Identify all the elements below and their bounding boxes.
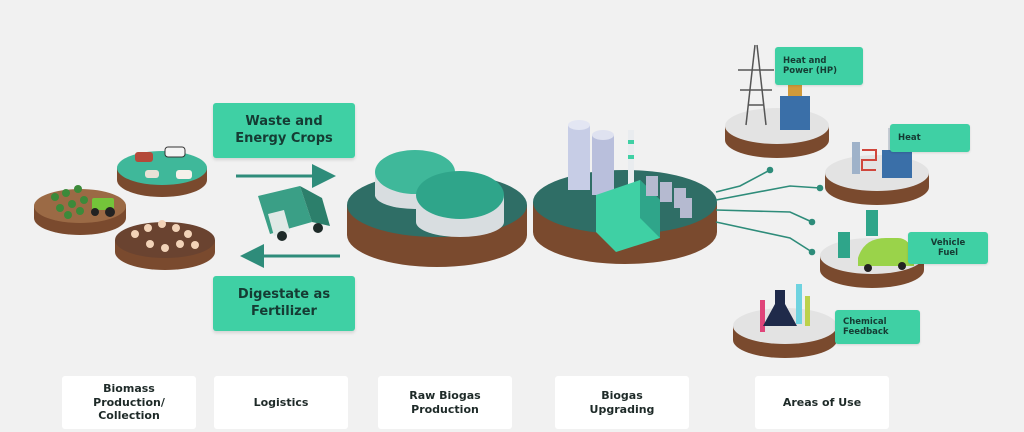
power-platform [725, 44, 829, 158]
sheep-icon [176, 170, 192, 179]
boiler-icon [882, 150, 912, 178]
waste-energy-crops-label: Waste and Energy Crops [213, 103, 355, 158]
use-label-chemical-feedback: Chemical Feedback [835, 310, 920, 344]
garbage-truck-icon [258, 186, 330, 241]
tractor-icon [92, 198, 114, 210]
cow-icon [164, 146, 186, 158]
power-tower-icon [738, 44, 774, 126]
use-label-heat: Heat [890, 124, 970, 152]
poultry-platform [115, 220, 215, 270]
stage-card-biogas-upgrading: Biogas Upgrading [555, 376, 689, 429]
use-label-vehicle-fuel: Vehicle Fuel [908, 232, 988, 264]
stage-card-logistics: Logistics [214, 376, 348, 429]
digester-platform [347, 150, 527, 267]
test-tube-icon [796, 284, 802, 324]
stage-card-areas-of-use: Areas of Use [755, 376, 889, 429]
crop-field-platform [34, 185, 126, 235]
fuel-pump-icon [866, 210, 878, 236]
transformer-icon [780, 96, 810, 130]
fuel-platform [820, 210, 924, 288]
digester-dome-icon [416, 171, 504, 219]
stage-card-raw-biogas: Raw Biogas Production [378, 376, 512, 429]
stage-card-biomass: Biomass Production/ Collection [62, 376, 196, 429]
livestock-platform [117, 146, 207, 197]
car-icon [858, 238, 914, 266]
flask-icon [763, 290, 797, 326]
digestate-fertilizer-label: Digestate as Fertilizer [213, 276, 355, 331]
chemical-platform [733, 284, 837, 358]
fuel-pump-icon [838, 232, 850, 258]
use-label-heat-power: Heat and Power (HP) [775, 47, 863, 85]
upgrading-platform [533, 120, 717, 264]
heating-pipe-icon [861, 149, 877, 171]
storage-tank-icon [568, 125, 590, 190]
distribution-lines [715, 166, 824, 256]
test-tube-icon [760, 300, 765, 332]
storage-tank-icon [592, 135, 614, 195]
cow-icon [135, 152, 153, 162]
